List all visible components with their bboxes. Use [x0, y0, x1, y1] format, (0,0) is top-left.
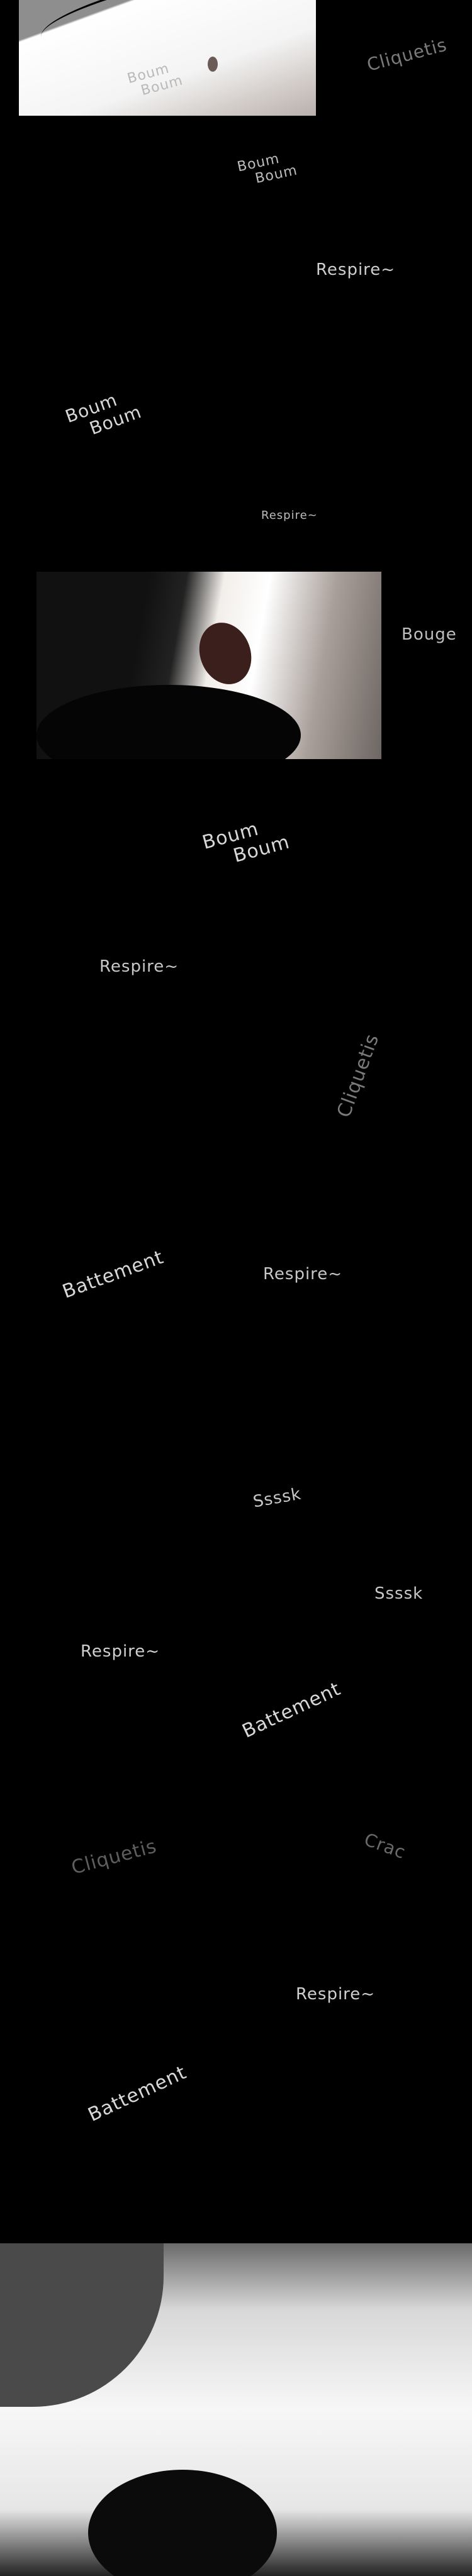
nipple-mark — [208, 57, 218, 72]
sfx-ssssk: Ssssk — [251, 1484, 303, 1512]
sfx-respire: Respire~ — [316, 260, 396, 279]
shadow — [0, 2243, 164, 2407]
open-mouth — [191, 615, 260, 692]
sfx-battement: Battement — [239, 1677, 344, 1743]
comic-panel-chest-closeup: Boum Boum — [19, 0, 316, 116]
hair-shadow — [37, 685, 301, 759]
sfx-bouge: Bouge — [402, 625, 457, 644]
sfx-cliquetis: Cliquetis — [364, 34, 449, 75]
sfx-respire: Respire~ — [263, 1265, 343, 1284]
sfx-respire: Respire~ — [261, 509, 318, 522]
sfx-boum-boum: Boum Boum — [235, 150, 299, 191]
sfx-respire: Respire~ — [81, 1642, 160, 1661]
sfx-cliquetis: Cliquetis — [333, 1031, 384, 1121]
sfx-respire: Respire~ — [99, 957, 179, 976]
sfx-respire: Respire~ — [296, 1985, 376, 2004]
sfx-crac: Crac — [361, 1829, 409, 1863]
sfx-battement: Battement — [84, 2061, 190, 2126]
sfx-boum-boum: Boum Boum — [199, 818, 293, 874]
sfx-ssssk: Ssssk — [374, 1584, 424, 1603]
sfx-cliquetis: Cliquetis — [69, 1835, 159, 1879]
sfx-battement: Battement — [59, 1246, 167, 1303]
comic-panel-body-on-bed — [0, 2243, 472, 2576]
comic-panel-mouth-closeup — [37, 572, 381, 759]
sfx-boum-boum-panel: Boum Boum — [125, 60, 185, 102]
hair — [88, 2470, 277, 2576]
sfx-boum-boum: Boum Boum — [62, 389, 145, 446]
